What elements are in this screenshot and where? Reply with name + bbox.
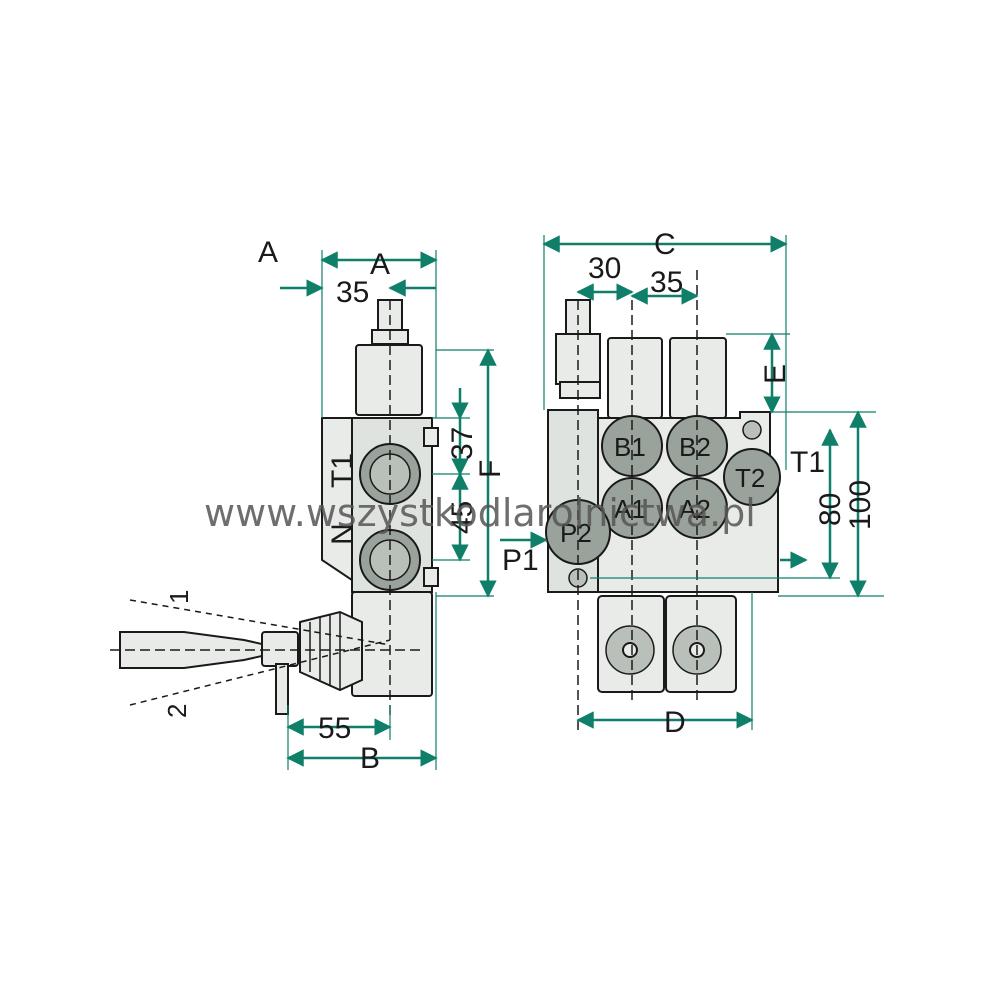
- front-mount-hole-top: [742, 420, 762, 440]
- label-lever-2: 2: [162, 704, 192, 718]
- label-front-c: C: [654, 228, 676, 261]
- label-port-a2: A2: [679, 494, 711, 524]
- port-a1: [601, 477, 663, 539]
- label-side-b: B: [360, 742, 380, 775]
- port-b1: [601, 415, 663, 477]
- label-side-t1: T1: [326, 453, 359, 488]
- label-side-f: F: [474, 460, 507, 478]
- label-port-a1: A1: [614, 494, 646, 524]
- label-front-30: 30: [588, 252, 621, 285]
- label-front-p1: P1: [502, 544, 539, 577]
- front-view: B1 B2 A1 A2 T2 P2 C 30 35 E T1 80 100 P1…: [500, 228, 884, 739]
- label-port-b1: B1: [614, 432, 646, 462]
- front-spool-screw-1: [622, 642, 638, 658]
- front-spool-cap-2: [669, 337, 727, 419]
- side-bolt-bottom: [423, 567, 439, 587]
- port-t2: [723, 448, 781, 506]
- label-side-55: 55: [318, 712, 351, 745]
- label-front-d: D: [664, 706, 686, 739]
- label-side-35: 35: [336, 276, 369, 309]
- label-side-45: 45: [446, 501, 479, 534]
- front-spool-cap-1: [607, 337, 663, 419]
- label-front-100: 100: [844, 480, 877, 530]
- label-front-35: 35: [650, 266, 683, 299]
- label-port-t2: T2: [735, 463, 765, 493]
- port-a2: [666, 477, 728, 539]
- side-lever-pin: [275, 663, 289, 715]
- label-side-a-outer: A: [258, 236, 278, 269]
- side-lever-joint: [261, 631, 299, 667]
- side-lower-housing: [351, 591, 433, 697]
- side-upper-cap: [355, 344, 423, 416]
- front-relief-nut: [559, 381, 601, 399]
- label-front-e: E: [759, 364, 792, 384]
- label-side-n: N: [326, 523, 359, 545]
- lever-position-2-line: [129, 639, 391, 706]
- label-port-p2: P2: [560, 518, 592, 548]
- side-bolt-top: [423, 427, 439, 447]
- watermark-text: www.wszystkodlarolnictwa.pl: [204, 491, 756, 535]
- label-lever-1: 1: [164, 590, 194, 604]
- label-port-b2: B2: [679, 432, 711, 462]
- label-side-a-inner: A: [370, 248, 390, 281]
- label-front-t1: T1: [790, 446, 825, 479]
- label-front-80: 80: [814, 493, 847, 526]
- port-b2: [666, 415, 728, 477]
- side-view: A A 35 37 45 F T1 N 55 B 1 2: [110, 236, 507, 775]
- label-side-37: 37: [446, 427, 479, 460]
